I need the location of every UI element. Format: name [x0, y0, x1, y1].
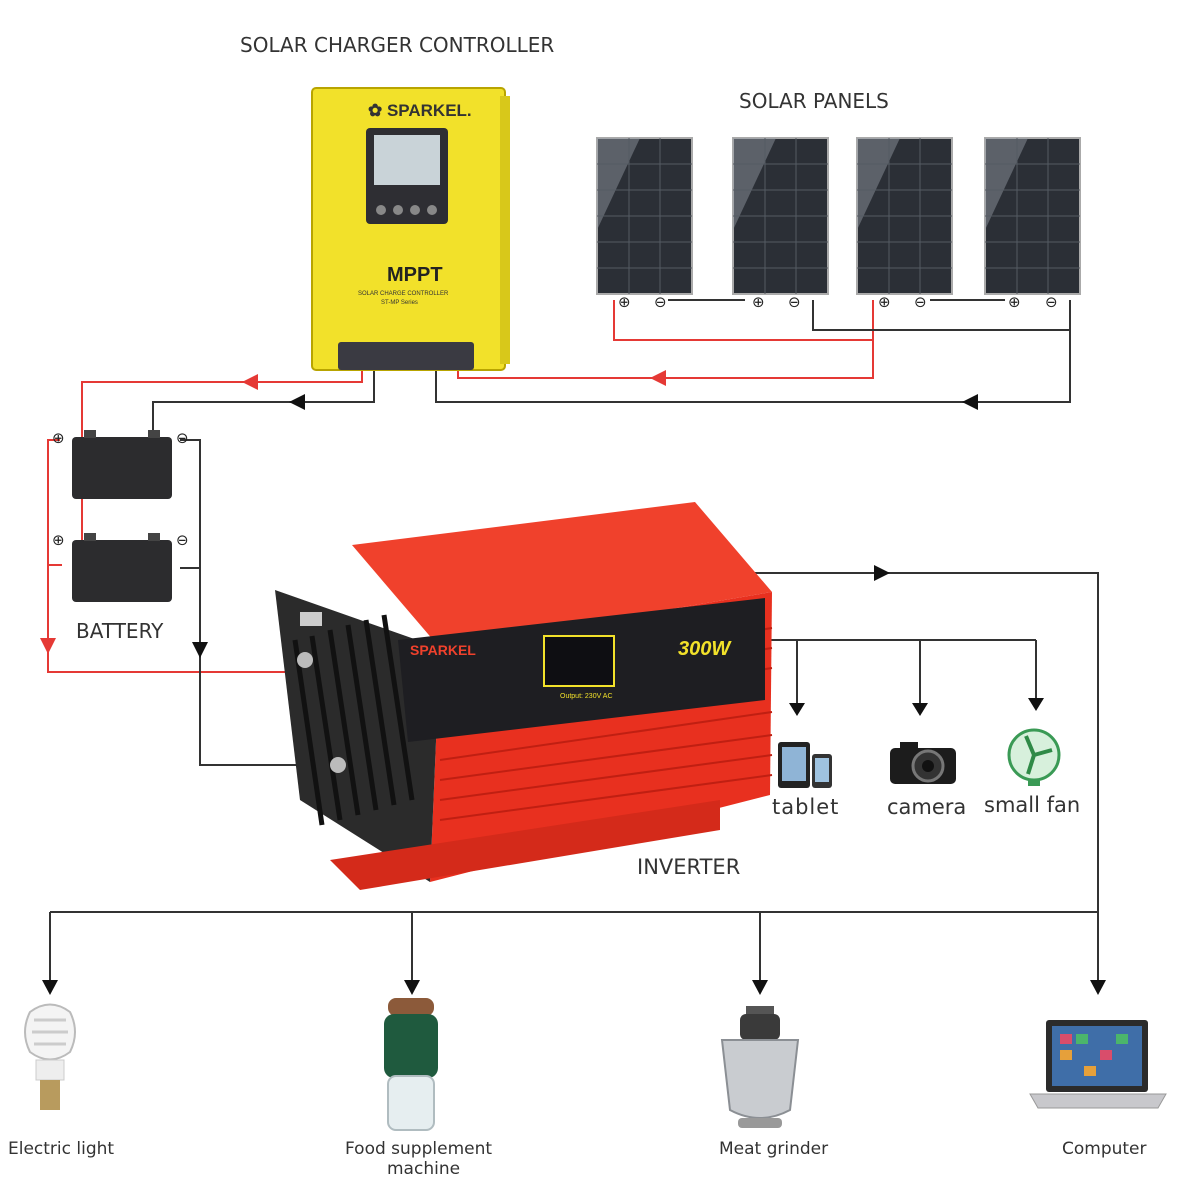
controller-series: ST-MP Series	[381, 300, 418, 306]
arrow-fan	[1028, 698, 1044, 711]
panel-wiring	[613, 299, 1071, 341]
controller-wiring	[81, 330, 1071, 440]
controller-subtitle: SOLAR CHARGE CONTROLLER	[358, 291, 449, 297]
inverter-power-logo: 300W	[678, 638, 732, 660]
svg-text:⊖: ⊖	[914, 293, 927, 311]
camera-icon	[890, 742, 956, 784]
controller-model: MPPT	[387, 264, 443, 286]
arrow-light	[42, 980, 58, 995]
pv-negative-line	[435, 330, 1071, 403]
battery-bank: ⊕ ⊖ ⊕ ⊖	[52, 429, 189, 602]
svg-text:⊕: ⊕	[52, 429, 65, 447]
arrow-grinder	[752, 980, 768, 995]
panel-terminals: ⊕ ⊖ ⊕ ⊖ ⊕ ⊖ ⊕ ⊖	[618, 293, 1058, 311]
fan-icon	[1007, 728, 1061, 786]
panel-negative-wire	[812, 300, 1071, 331]
tablet-label: tablet	[772, 795, 840, 819]
svg-text:⊕: ⊕	[752, 293, 765, 311]
svg-text:⊖: ⊖	[176, 531, 189, 549]
light-bulb-icon	[24, 1003, 76, 1110]
tablet-icon	[778, 742, 832, 788]
electric-light-label: Electric light	[8, 1139, 115, 1159]
food-machine-label-line2: machine	[387, 1159, 461, 1179]
svg-text:⊖: ⊖	[176, 429, 189, 447]
ac-main-line	[740, 572, 1099, 980]
food-machine-label-line1: Food supplement	[345, 1139, 493, 1159]
arrow-battery-down-black	[192, 642, 208, 658]
charge-controller: ✿ SPARKEL. MPPT SOLAR CHARGE CONTROLLER …	[311, 87, 510, 371]
meat-grinder-label: Meat grinder	[719, 1139, 829, 1159]
battery-2: ⊕ ⊖	[52, 531, 189, 602]
svg-text:⊕: ⊕	[618, 293, 631, 311]
small-fan-label: small fan	[984, 793, 1081, 817]
svg-text:⊕: ⊕	[878, 293, 891, 311]
camera-label: camera	[887, 795, 967, 819]
svg-text:⊖: ⊖	[654, 293, 667, 311]
arrow-computer	[1090, 980, 1106, 995]
arrow-camera	[912, 703, 928, 716]
battery-positive-line	[81, 370, 363, 440]
panel-cell-grid	[597, 138, 1080, 294]
inverter-unit: SPARKEL 300W Output: 230V AC	[275, 502, 773, 890]
flow-arrows	[242, 370, 978, 410]
arrow-battery-positive	[242, 374, 258, 390]
arrow-battery-negative	[289, 394, 305, 410]
arrow-battery-down-red	[40, 638, 56, 654]
output-arrows	[42, 565, 1106, 995]
laptop-icon	[1029, 1020, 1167, 1109]
svg-text:⊖: ⊖	[788, 293, 801, 311]
arrow-pv-positive	[650, 370, 666, 386]
panels-title: SOLAR PANELS	[739, 89, 889, 113]
svg-text:⊕: ⊕	[1008, 293, 1021, 311]
panel-positive-wire	[613, 300, 874, 341]
computer-label: Computer	[1062, 1139, 1147, 1159]
battery-pos-feed	[47, 439, 330, 673]
controller-title: SOLAR CHARGER CONTROLLER	[240, 33, 555, 57]
inverter-brand-logo: SPARKEL	[410, 642, 476, 658]
output-wiring	[49, 572, 1099, 985]
solar-panel-array: ⊕ ⊖ ⊕ ⊖ ⊕ ⊖ ⊕ ⊖	[596, 137, 1081, 311]
battery-1: ⊕ ⊖	[52, 429, 189, 499]
battery-neg-feed	[180, 439, 330, 766]
arrow-food	[404, 980, 420, 995]
controller-brand: ✿ SPARKEL.	[368, 101, 472, 120]
svg-text:⊖: ⊖	[1045, 293, 1058, 311]
arrow-pv-negative	[962, 394, 978, 410]
svg-text:⊕: ⊕	[52, 531, 65, 549]
battery-label: BATTERY	[76, 619, 164, 643]
arrow-main-right	[874, 565, 890, 581]
arrow-tablet	[789, 703, 805, 716]
inverter-label: INVERTER	[637, 855, 741, 879]
meat-grinder-icon	[720, 1006, 800, 1128]
svg-text:Output: 230V AC: Output: 230V AC	[560, 693, 613, 700]
food-machine-icon	[384, 998, 438, 1131]
battery-negative-line	[152, 370, 375, 440]
